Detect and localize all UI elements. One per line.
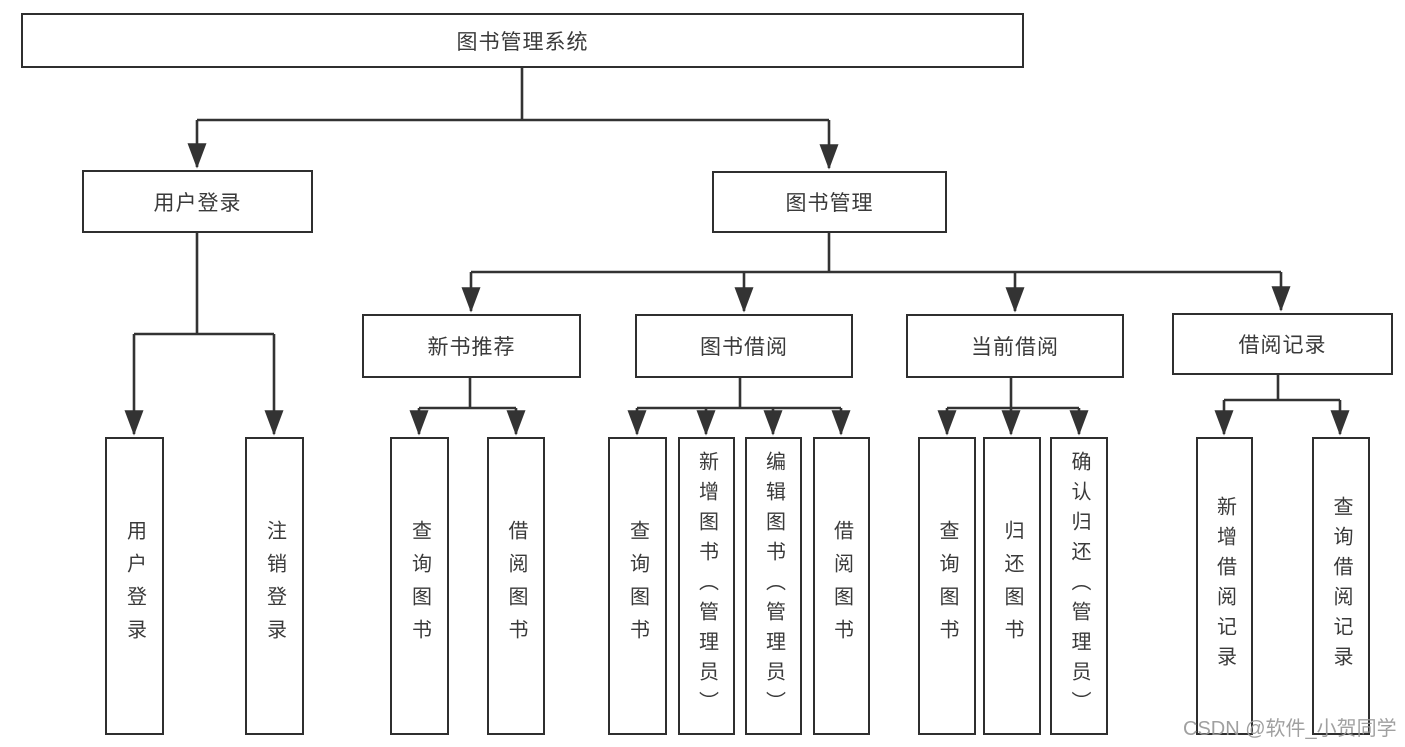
leaf-label: 查询图书: [408, 520, 431, 652]
csdn-watermark: CSDN @软件_小贺同学: [1183, 718, 1397, 740]
leaf-label: 注销登录: [263, 520, 286, 652]
leaf-borrow-books-2: 借阅图书: [813, 437, 870, 735]
leaf-label: 查询图书: [626, 520, 649, 652]
node-borrowing-records: 借阅记录: [1172, 313, 1393, 375]
node-book-borrowing: 图书借阅: [635, 314, 853, 378]
leaf-user-login: 用户登录: [105, 437, 164, 735]
node-current-borrowing: 当前借阅: [906, 314, 1124, 378]
leaf-add-books-admin: 新增图书（管理员）: [678, 437, 735, 735]
leaf-confirm-return-admin: 确认归还（管理员）: [1050, 437, 1108, 735]
leaf-label: 编辑图书（管理员）: [762, 451, 785, 721]
leaf-borrow-books-1: 借阅图书: [487, 437, 545, 735]
node-library-management-system: 图书管理系统: [21, 13, 1024, 68]
leaf-query-borrow-record: 查询借阅记录: [1312, 437, 1370, 735]
node-user-login: 用户登录: [82, 170, 313, 233]
leaf-label: 确认归还（管理员）: [1068, 451, 1090, 721]
leaf-label: 借阅图书: [505, 520, 527, 652]
node-book-management: 图书管理: [712, 171, 947, 233]
leaf-label: 查询借阅记录: [1330, 496, 1352, 676]
leaf-edit-books-admin: 编辑图书（管理员）: [745, 437, 802, 735]
leaf-query-books-2: 查询图书: [608, 437, 667, 735]
leaf-return-books: 归还图书: [983, 437, 1041, 735]
leaf-query-books-3: 查询图书: [918, 437, 976, 735]
leaf-label: 查询图书: [936, 520, 958, 652]
leaf-query-books-1: 查询图书: [390, 437, 449, 735]
leaf-add-borrow-record: 新增借阅记录: [1196, 437, 1253, 735]
leaf-label: 新增图书（管理员）: [695, 451, 718, 721]
node-new-book-recommendation: 新书推荐: [362, 314, 581, 378]
leaf-label: 新增借阅记录: [1213, 496, 1236, 676]
leaf-label: 归还图书: [1001, 520, 1023, 652]
leaf-logout: 注销登录: [245, 437, 304, 735]
leaf-label: 用户登录: [123, 520, 146, 652]
leaf-label: 借阅图书: [830, 520, 853, 652]
